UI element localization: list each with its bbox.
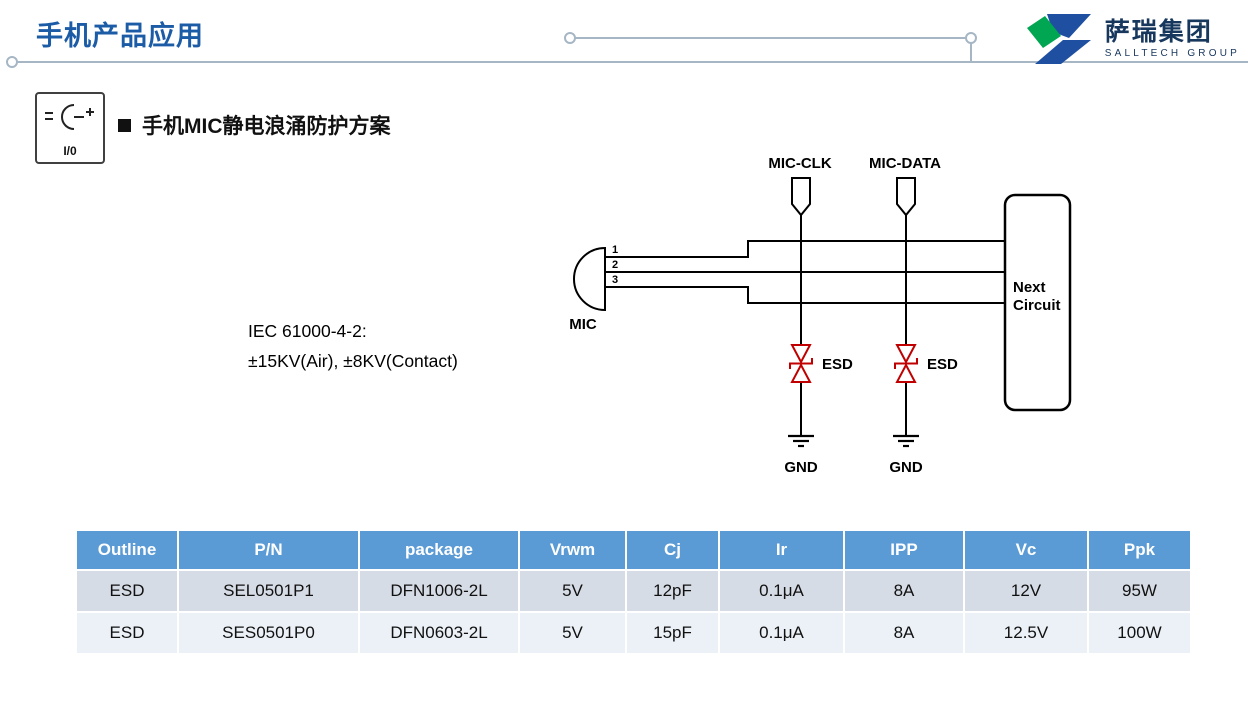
table-header-cell: Ir: [718, 529, 845, 571]
esd-label-1: ESD: [822, 356, 853, 373]
table-cell: ESD: [75, 569, 179, 613]
circuit-diagram: MIC-CLK MIC-DATA 1 2 3 MIC ESD: [569, 155, 1072, 476]
connector-dot-icon: [6, 56, 18, 68]
connector-dot-icon: [564, 32, 576, 44]
connector-dot-icon: [965, 32, 977, 44]
esd-label-2: ESD: [927, 356, 958, 373]
table-header-cell: Outline: [75, 529, 179, 571]
logo-mark-icon: [1026, 14, 1091, 64]
table-cell: DFN0603-2L: [358, 611, 520, 655]
esd-diode-icon: [789, 344, 813, 383]
mic-symbol-icon: [573, 246, 606, 312]
company-logo: 萨瑞集团 SALLTECH GROUP: [1023, 12, 1240, 66]
io-icon-box: I/0: [35, 92, 105, 164]
table-cell: 0.1μA: [718, 611, 845, 655]
table-header-cell: Cj: [625, 529, 720, 571]
table-header-cell: P/N: [177, 529, 360, 571]
table-cell: 95W: [1087, 569, 1192, 613]
table-header-cell: Vrwm: [518, 529, 627, 571]
table-header-cell: package: [358, 529, 520, 571]
section-heading-text: 手机MIC静电浪涌防护方案: [142, 115, 391, 138]
mic-label: MIC: [569, 316, 597, 333]
table-cell: 15pF: [625, 611, 720, 655]
table-cell: 5V: [518, 569, 627, 613]
mic-data-connector-icon: [896, 177, 916, 217]
gnd-icon: [788, 434, 814, 448]
table-cell: 12.5V: [963, 611, 1089, 655]
gnd-icon: [893, 434, 919, 448]
table-cell: ESD: [75, 611, 179, 655]
table-cell: 8A: [843, 569, 965, 613]
next-circuit-box: [1003, 193, 1072, 412]
iec-note-line1: IEC 61000-4-2:: [248, 321, 367, 341]
logo-company-name: 萨瑞集团: [1104, 17, 1213, 46]
mic-clk-connector-icon: [791, 177, 811, 217]
table-cell: 100W: [1087, 611, 1192, 655]
section-heading: 手机MIC静电浪涌防护方案: [118, 110, 391, 140]
page-title: 手机产品应用: [36, 21, 204, 51]
next-circuit-label-line2: Circuit: [1013, 297, 1061, 314]
table-cell: SES0501P0: [177, 611, 360, 655]
square-bullet-icon: [118, 118, 131, 132]
table-header-cell: Ppk: [1087, 529, 1192, 571]
io-icon-label: I/0: [63, 144, 77, 158]
signal-wires: [605, 215, 1005, 435]
pin-3-label: 3: [612, 274, 618, 286]
table-cell: 12V: [963, 569, 1089, 613]
spec-table: Outline P/N package Vrwm Cj Ir IPP Vc Pp…: [75, 529, 1192, 655]
mic-data-label: MIC-DATA: [869, 155, 941, 172]
table-row: ESD SEL0501P1 DFN1006-2L 5V 12pF 0.1μA 8…: [75, 569, 1192, 613]
table-row: ESD SES0501P0 DFN0603-2L 5V 15pF 0.1μA 8…: [75, 611, 1192, 655]
table-header-row: Outline P/N package Vrwm Cj Ir IPP Vc Pp…: [75, 529, 1192, 571]
table-cell: SEL0501P1: [177, 569, 360, 613]
table-cell: 5V: [518, 611, 627, 655]
table-header-cell: IPP: [843, 529, 965, 571]
pin-1-label: 1: [612, 244, 618, 256]
logo-text: 萨瑞集团 SALLTECH GROUP: [1104, 17, 1240, 60]
pin-2-label: 2: [612, 259, 618, 271]
io-symbol-icon: [45, 104, 94, 130]
gnd-label-2: GND: [889, 459, 923, 476]
logo-company-subtitle: SALLTECH GROUP: [1104, 48, 1240, 60]
table-header-cell: Vc: [963, 529, 1089, 571]
table-cell: 0.1μA: [718, 569, 845, 613]
esd-diode-icon: [894, 344, 918, 383]
iec-note: IEC 61000-4-2: ±15KV(Air), ±8KV(Contact): [248, 316, 458, 376]
table-cell: 8A: [843, 611, 965, 655]
gnd-label-1: GND: [784, 459, 818, 476]
mic-clk-label: MIC-CLK: [768, 155, 831, 172]
iec-note-line2: ±15KV(Air), ±8KV(Contact): [248, 351, 458, 371]
table-cell: DFN1006-2L: [358, 569, 520, 613]
table-cell: 12pF: [625, 569, 720, 613]
next-circuit-label-line1: Next: [1013, 279, 1046, 296]
